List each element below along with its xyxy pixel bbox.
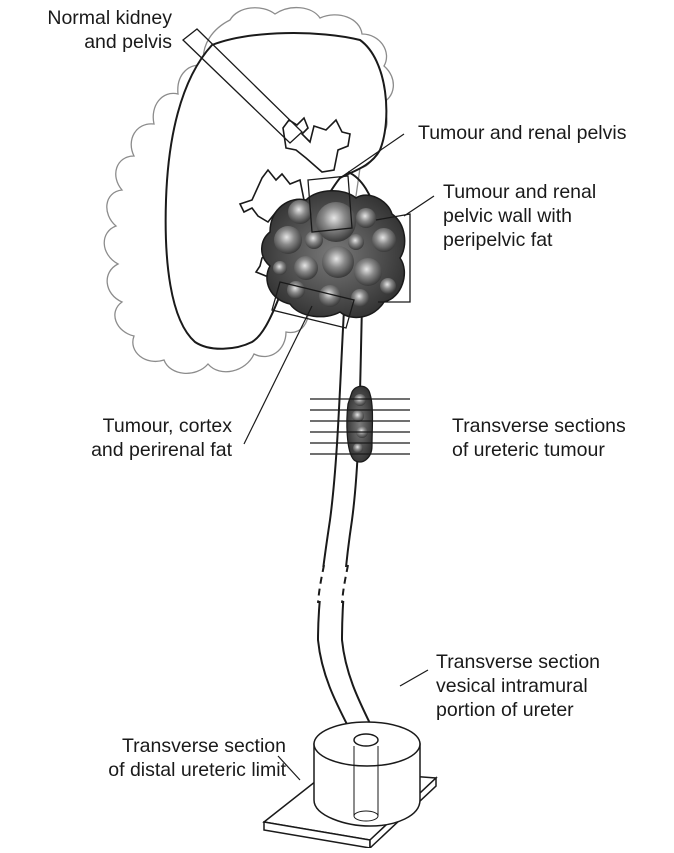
label-tumour-pelvic-wall: Tumour and renal pelvic wall with peripe… — [443, 180, 596, 252]
label-line: and perirenal fat — [60, 438, 232, 462]
tumour-nodule — [352, 410, 364, 422]
leader-vesical — [400, 670, 428, 686]
bladder-wall-block — [264, 722, 436, 848]
tumour-nodule — [353, 443, 363, 453]
label-line: pelvic wall with — [443, 204, 596, 228]
label-line: Transverse section — [436, 650, 600, 674]
label-line: Tumour and renal — [443, 180, 596, 204]
tumour-nodule — [305, 231, 323, 249]
label-line: Tumour, cortex — [60, 414, 232, 438]
tumour-nodule — [354, 258, 382, 286]
tumour-nodule — [354, 394, 366, 406]
label-transverse-distal: Transverse section of distal ureteric li… — [40, 734, 286, 782]
tumour-nodule — [356, 208, 376, 228]
label-transverse-vesical: Transverse section vesical intramural po… — [436, 650, 600, 722]
tumour-nodule — [273, 261, 287, 275]
label-line: of ureteric tumour — [452, 438, 626, 462]
tumour-nodule — [322, 246, 354, 278]
ureter-gap-mask — [310, 567, 360, 601]
tumour-nodule — [274, 226, 302, 254]
tumour-nodule — [294, 256, 318, 280]
tumour-nodule — [348, 234, 364, 250]
tumour-nodule — [288, 200, 312, 224]
label-tumour-renal-pelvis: Tumour and renal pelvis — [418, 121, 626, 145]
label-normal-kidney: Normal kidney and pelvis — [0, 6, 172, 54]
label-line: and pelvis — [0, 30, 172, 54]
label-line: vesical intramural — [436, 674, 600, 698]
label-line: Transverse sections — [452, 414, 626, 438]
label-transverse-ureteric-tumour: Transverse sections of ureteric tumour — [452, 414, 626, 462]
tumour-nodule — [372, 228, 396, 252]
label-line: peripelvic fat — [443, 228, 596, 252]
label-line: portion of ureter — [436, 698, 600, 722]
ureter-lumen-top — [354, 734, 378, 746]
tumour-nodule — [380, 278, 396, 294]
label-line: of distal ureteric limit — [40, 758, 286, 782]
label-line: Transverse section — [40, 734, 286, 758]
leader-tumour-pelvic-wall — [404, 196, 434, 216]
label-line: Normal kidney — [0, 6, 172, 30]
tumour-nodule — [351, 289, 369, 307]
ureter-right-wall — [342, 306, 378, 740]
label-line: Tumour and renal pelvis — [418, 121, 626, 145]
label-tumour-cortex: Tumour, cortex and perirenal fat — [60, 414, 232, 462]
